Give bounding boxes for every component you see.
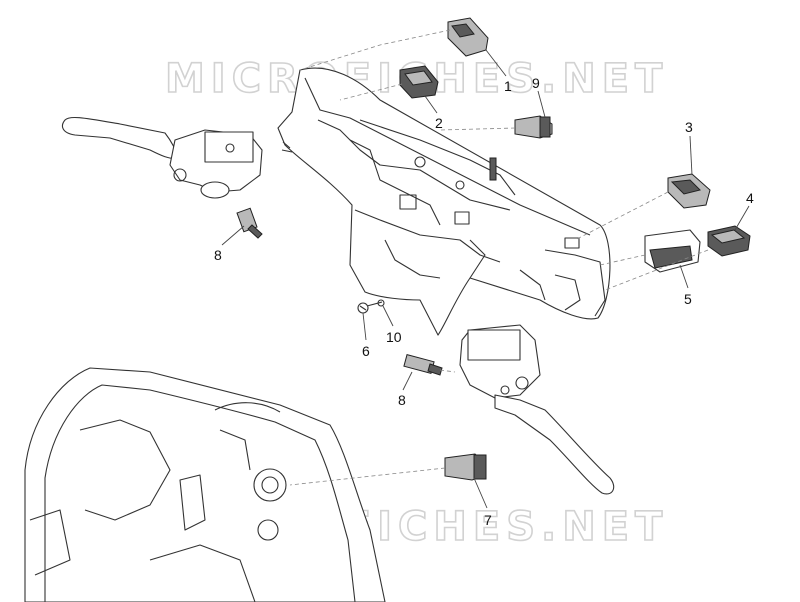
right-brake-lever-assembly	[459, 324, 615, 495]
leader-4	[734, 205, 750, 231]
front-body-panel	[24, 367, 386, 602]
leader-6	[362, 312, 367, 341]
placement-line-5	[599, 254, 646, 266]
callout-10: 10	[386, 329, 402, 345]
part-3-switch	[667, 173, 711, 209]
part-8-stop-switch-right	[403, 353, 443, 376]
callout-9: 9	[532, 75, 540, 91]
callout-8-left: 8	[214, 247, 222, 263]
callout-7: 7	[484, 512, 492, 528]
placement-line-8	[439, 369, 456, 373]
callout-2: 2	[435, 115, 443, 131]
leader-5	[679, 264, 689, 289]
callout-5: 5	[684, 291, 692, 307]
part-10-washer	[377, 299, 385, 307]
leader-9	[537, 90, 546, 118]
leader-8-left	[221, 225, 245, 246]
placement-line-7	[289, 467, 446, 486]
leader-10	[382, 305, 394, 327]
left-brake-lever-assembly	[61, 116, 263, 199]
handlebar-cover	[277, 67, 611, 336]
placement-line-2	[339, 83, 403, 101]
placement-line-4	[604, 249, 709, 291]
leader-8-right	[402, 371, 413, 391]
callout-4: 4	[746, 190, 754, 206]
leader-1	[485, 49, 507, 77]
part-2-switch	[399, 65, 439, 99]
part-8-stop-switch-left	[236, 207, 263, 239]
callout-1: 1	[504, 78, 512, 94]
leader-3	[689, 135, 693, 176]
placement-line-3	[574, 191, 669, 241]
part-7-socket	[444, 453, 487, 481]
callout-3: 3	[685, 119, 693, 135]
leader-7	[473, 477, 488, 509]
part-4-switch	[707, 225, 751, 257]
callout-8-right: 8	[398, 392, 406, 408]
part-1-switch	[447, 17, 489, 57]
leader-2	[424, 95, 438, 114]
part-5-switch-bracket	[644, 229, 701, 273]
placement-line-1	[299, 29, 451, 71]
placement-line-9	[439, 127, 516, 131]
callout-6: 6	[362, 343, 370, 359]
part-9-connector	[514, 115, 553, 139]
